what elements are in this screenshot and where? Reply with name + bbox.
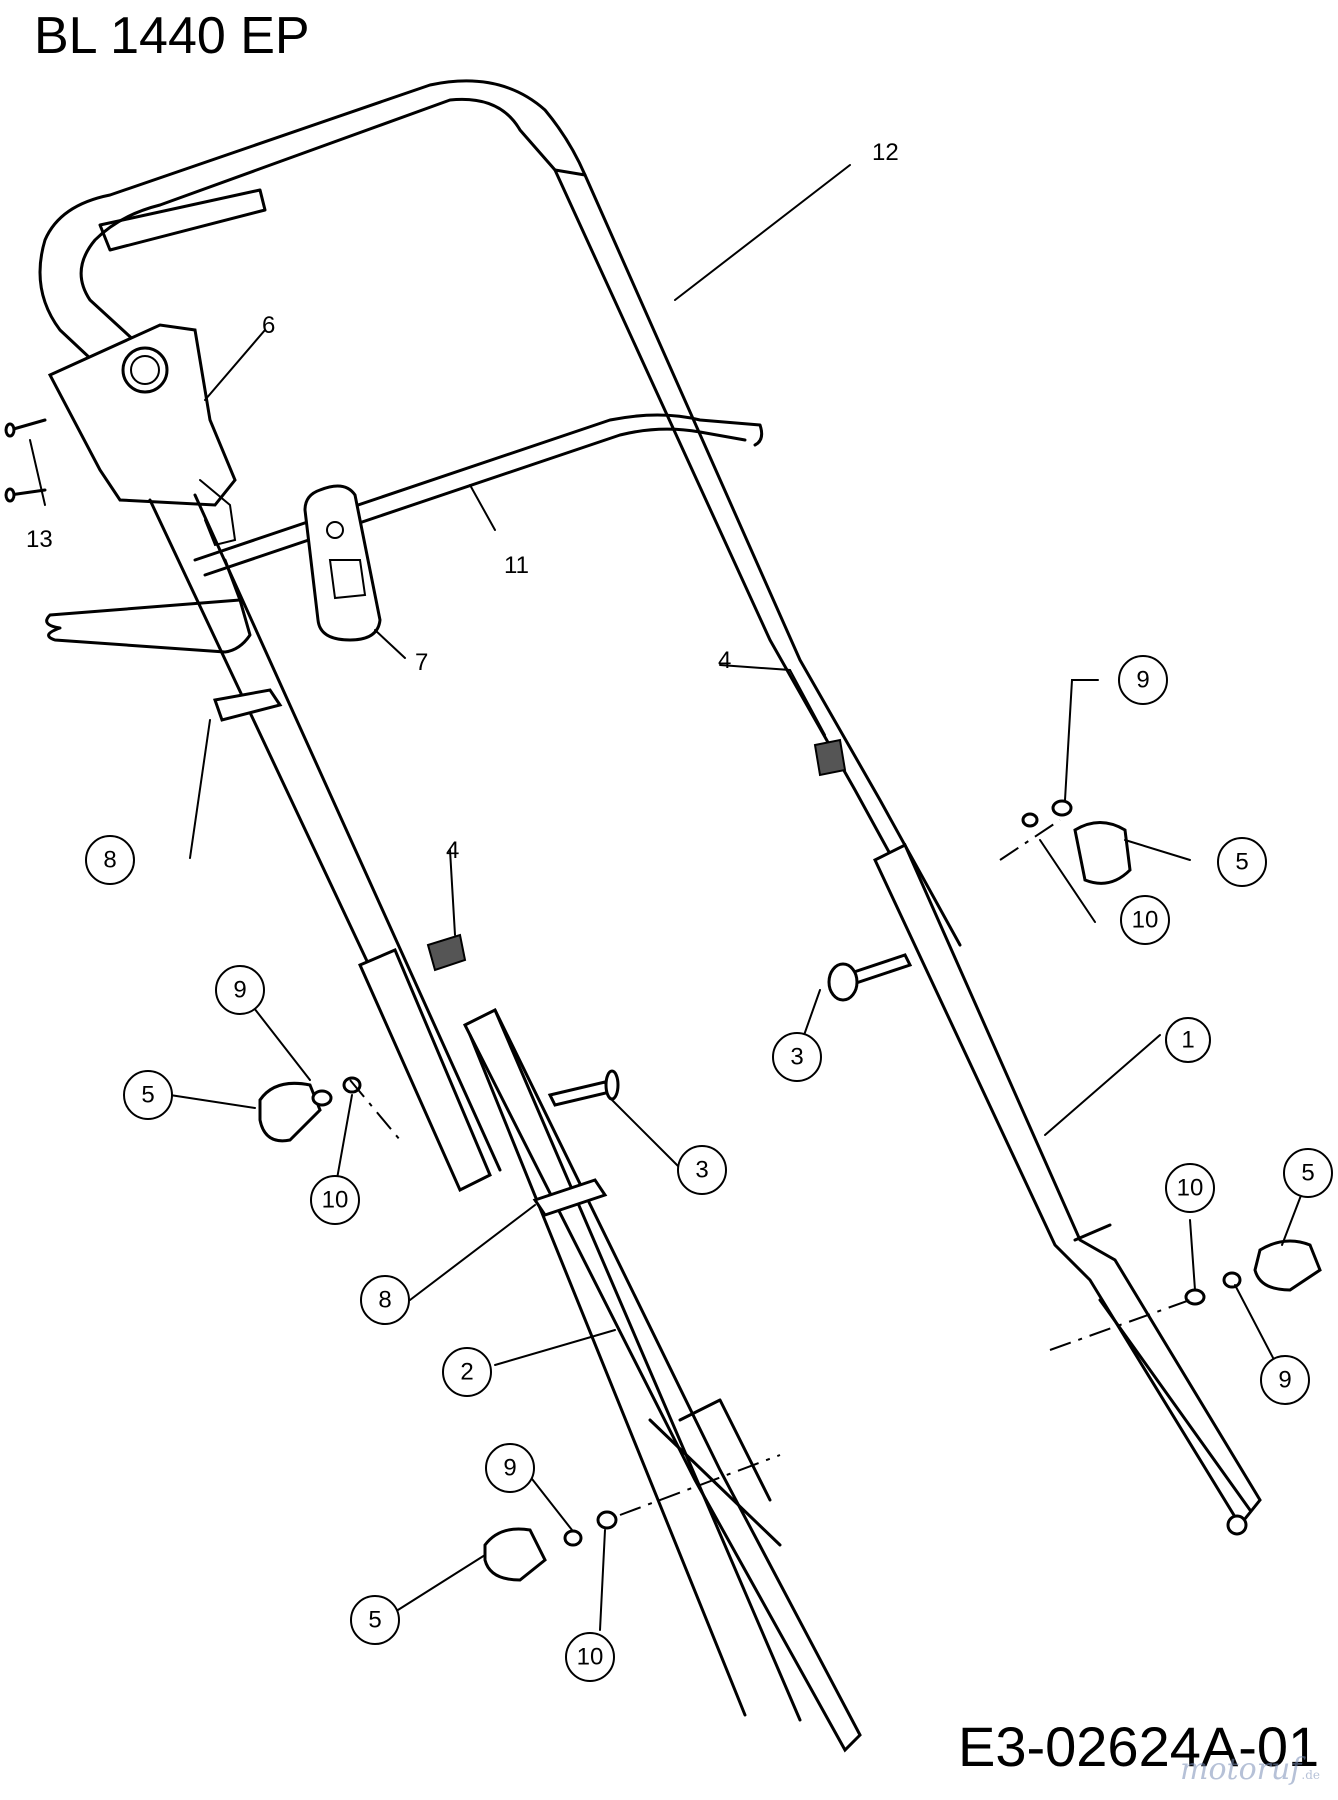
callout-3-right: 3	[772, 1032, 822, 1082]
callout-10-upper-right: 10	[1120, 895, 1170, 945]
callout-9-lower-left: 9	[485, 1443, 535, 1493]
watermark-text: motoruf	[1180, 1752, 1302, 1787]
clip-8-lower	[532, 1178, 608, 1217]
svg-text:10: 10	[322, 1187, 349, 1214]
diagram-title: BL 1440 EP	[34, 7, 310, 65]
svg-text:8: 8	[103, 847, 116, 874]
svg-text:5: 5	[1301, 1160, 1314, 1187]
label-13: 13	[26, 526, 53, 553]
label-11: 11	[504, 552, 529, 579]
svg-text:10: 10	[577, 1644, 604, 1671]
control-housing-6	[47, 323, 237, 547]
label-4-upper: 4	[718, 647, 731, 674]
label-4-lower: 4	[446, 837, 459, 864]
right-tube-1	[873, 842, 1262, 1536]
knob-5-lower-left	[483, 1510, 618, 1582]
callout-5-lower-right: 5	[1283, 1148, 1333, 1198]
leader-lines	[169, 164, 1306, 1631]
bail-bar-11	[45, 413, 764, 654]
label-6: 6	[262, 312, 275, 339]
callout-1: 1	[1165, 1017, 1211, 1063]
left-tube	[148, 493, 502, 1193]
axis-line-right-lower	[1049, 1299, 1191, 1351]
label-7: 7	[415, 649, 428, 676]
svg-text:5: 5	[1235, 849, 1248, 876]
callout-5-upper-right: 5	[1217, 837, 1267, 887]
knob-5-lower-right	[1184, 1239, 1322, 1306]
svg-text:1: 1	[1181, 1027, 1194, 1054]
svg-text:9: 9	[503, 1455, 516, 1482]
callout-10-left: 10	[310, 1175, 360, 1225]
callout-10-lower-left: 10	[565, 1632, 615, 1682]
callout-2: 2	[442, 1347, 492, 1397]
svg-text:3: 3	[695, 1157, 708, 1184]
bolt-3-right	[827, 953, 913, 1002]
svg-text:5: 5	[368, 1607, 381, 1634]
svg-text:9: 9	[233, 977, 246, 1004]
callout-10-lower-right: 10	[1165, 1163, 1215, 1213]
callout-8-lower: 8	[360, 1275, 410, 1325]
drawing-code: E3-02624A-01	[958, 1715, 1320, 1778]
svg-text:10: 10	[1132, 907, 1159, 934]
plug-4-upper	[813, 738, 847, 777]
knob-5-left	[258, 1076, 362, 1143]
callout-3-left: 3	[677, 1145, 727, 1195]
svg-text:2: 2	[460, 1359, 473, 1386]
svg-text:10: 10	[1177, 1175, 1204, 1202]
callout-8-upper: 8	[85, 835, 135, 885]
watermark-suffix: .de	[1301, 1768, 1321, 1782]
knob-5-upper-right	[1021, 799, 1132, 885]
cable-guide-7	[303, 484, 382, 642]
svg-text:3: 3	[790, 1044, 803, 1071]
svg-text:9: 9	[1278, 1367, 1291, 1394]
callout-9-upper-right: 9	[1118, 655, 1168, 705]
axis-line-left	[349, 1079, 401, 1141]
watermark-logo: motoruf.de	[1180, 1752, 1320, 1787]
plug-4-lower	[426, 933, 467, 972]
bolt-3-left	[547, 1069, 620, 1107]
svg-text:8: 8	[378, 1287, 391, 1314]
callout-5-lower-left: 5	[350, 1595, 400, 1645]
label-12: 12	[872, 139, 899, 166]
callout-9-lower-right: 9	[1260, 1355, 1310, 1405]
rivets-13	[4, 418, 47, 506]
upper-handle-12	[38, 79, 962, 947]
lower-tube-2	[462, 1007, 862, 1753]
callout-9-left: 9	[215, 965, 265, 1015]
svg-text:9: 9	[1136, 667, 1149, 694]
axis-line-right-upper	[999, 819, 1061, 861]
svg-text:5: 5	[141, 1082, 154, 1109]
clip-8-upper	[213, 688, 283, 722]
axis-line-lower-left	[619, 1454, 781, 1516]
callout-5-left: 5	[123, 1070, 173, 1120]
